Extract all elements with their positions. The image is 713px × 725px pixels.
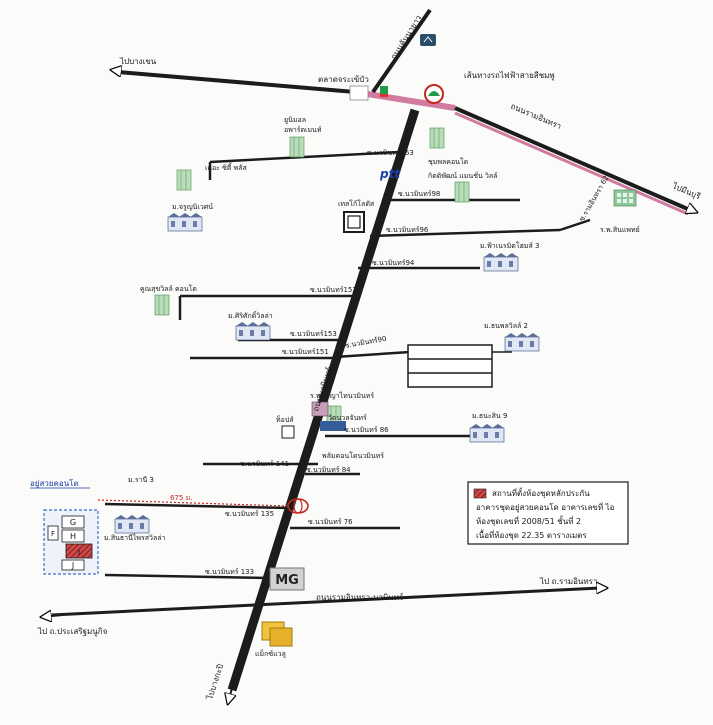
label-tesco: เทสโก้โลตัส <box>338 199 375 208</box>
seven-eleven-icon <box>380 86 388 97</box>
label-plum-condo: พลัมคอนโดนวมินทร์ <box>322 451 384 460</box>
label-soi-96: ซ.นวมินทร์96 <box>386 226 429 234</box>
label-condo-site: อยู่สวยคอนโด <box>30 478 79 489</box>
label-soi-163: ซ.นวมินทร์163 <box>367 149 414 157</box>
road-north <box>371 8 432 94</box>
direction-prasert: ไป ถ.ประเสริฐมนูกิจ <box>37 627 108 637</box>
label-soi-151: ซ.นวมินทร์151 <box>282 348 329 356</box>
label-chumphon: ชุมพลคอนโด <box>428 157 468 166</box>
direction-ram-east: ไป ถ.รามอินทรา <box>539 577 597 586</box>
label-kundsu: คูณสุขวิลล์ คอนโด <box>140 284 197 293</box>
legend-line-4: เนื้อที่ห้องชุด 22.35 ตารางเมตร <box>476 529 587 540</box>
label-unimall: ยูนิมอล <box>284 116 306 124</box>
direction-bangkhen: ไปบางเขน <box>119 57 157 66</box>
toyota-logo-icon <box>287 498 309 514</box>
road-to-bangkhen <box>117 70 356 94</box>
label-soi-86: ซ.นวมินทร์ 86 <box>344 426 389 434</box>
label-soi-90: ซ.นวมินทร์90 <box>344 335 387 350</box>
legend-line-2: อาคารชุดอยู่สวยคอนโด อาคารเลขที่ ไอ <box>476 501 615 513</box>
label-hospital-sinphaet: ร.พ.สินแพทย์ <box>600 226 640 234</box>
label-rosin: ม.ธนะสิน 9 <box>472 412 507 420</box>
label-sirisak: ม.ศิริศักดิ์วิลล่า <box>228 310 273 320</box>
label-tops: ท็อปส์ <box>276 415 294 424</box>
label-maxvalu: แม็กซ์แวลู <box>255 649 286 658</box>
direction-minburi: ไปมีนบุรี <box>670 181 702 201</box>
site-letter-g: G <box>70 518 76 527</box>
ptt-icon <box>424 84 444 104</box>
road-nawamin <box>227 108 420 692</box>
site-letter-i: I <box>78 548 80 557</box>
site-letter-j: J <box>71 561 74 570</box>
label-hospital-nawamin: ร.พ. พญาไทนวมินทร์ <box>310 391 374 400</box>
label-rani: ม.รานี 3 <box>128 476 154 484</box>
label-charoen-niwet: ม.จรูญนิเวศน์ <box>172 203 213 211</box>
road-ramintra <box>454 106 691 212</box>
site-letter-f: F <box>51 530 55 538</box>
label-soi86-sign: วัดนวลจันทร์ <box>328 414 367 422</box>
road-ramintra-nawamin <box>51 586 601 617</box>
label-soi-76: ซ.นวมินทร์ 76 <box>308 518 353 526</box>
label-distance: 675 ม. <box>170 494 192 502</box>
label-top-road: ถนนคันนายาว <box>389 14 423 61</box>
label-soi-94: ซ.นวมินทร์94 <box>372 259 415 267</box>
building-icon <box>289 136 305 158</box>
direction-bangkapi: ไปบางกะปิ <box>205 663 225 702</box>
mg-label: MG <box>275 573 299 588</box>
label-ptt: ptt <box>379 167 401 181</box>
legend-box <box>467 481 629 545</box>
label-thanaphol: ม.ธนพลวิลล์ 2 <box>484 322 528 330</box>
label-ram-soi: ซ.รามอินทรา 62 <box>578 174 611 223</box>
label-skytrain: เส้นทางรถไฟฟ้าสายสีชมพู <box>464 71 555 81</box>
site-letter-h: H <box>70 532 76 541</box>
label-market: ตลาดจระเข้บัว <box>318 75 369 84</box>
legend-line-3: ห้องชุดเลขที่ 2008/51 ชั้นที่ 2 <box>476 515 581 526</box>
label-soi-157: ซ.นวมินทร์157 <box>310 286 357 294</box>
label-soi-98: ซ.นวมินทร์98 <box>398 190 440 198</box>
label-mobile-home: ม.ฟ้าเนรมิตโฮมส์ 3 <box>480 241 539 250</box>
legend-line-1: สถานที่ตั้งห้องชุดหลักประกัน <box>492 487 590 498</box>
label-apartment: อพาร์ตเมนท์ <box>284 126 322 134</box>
label-sin-thani: ม.สินธานีไพรสวิลล่า <box>104 533 166 542</box>
skytrain-pink-line <box>354 89 456 111</box>
label-city-park: เดอะ ซิตี้ พลัส <box>205 161 248 172</box>
label-soi-84: ซ.นวมินทร์ 84 <box>306 466 351 474</box>
label-soi-141: ซ.นวมินทร์ 141 <box>240 460 289 468</box>
label-soi-133: ซ.นวมินทร์ 133 <box>205 568 254 576</box>
north-arrow-icon <box>420 34 436 46</box>
label-kittiphat: กิตติพัฒน์ แมนชั่น วิลล์ <box>428 171 497 180</box>
label-soi-135: ซ.นวมินทร์ 135 <box>225 510 274 518</box>
label-ram-road: ถนนรามอินทรา <box>509 102 562 131</box>
mg-icon: MG <box>269 567 305 591</box>
label-bottom-road: ถนนรามอินทรา-นวมินทร์ <box>316 592 404 602</box>
label-soi-153: ซ.นวมินทร์153 <box>290 330 337 338</box>
